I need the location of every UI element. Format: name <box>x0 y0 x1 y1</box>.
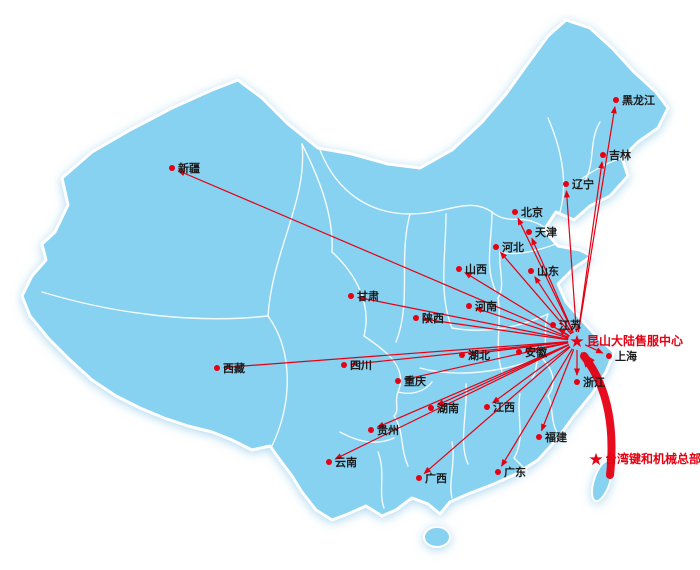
province-label: 辽宁 <box>572 177 594 191</box>
province-dot <box>456 266 462 272</box>
province-label: 河南 <box>475 299 497 313</box>
province-dot <box>428 405 434 411</box>
service-arrow <box>349 341 569 367</box>
service-arrow <box>467 341 569 357</box>
province-dot <box>326 459 332 465</box>
province-dot <box>600 152 606 158</box>
service-arrow <box>403 342 569 381</box>
province-label: 云南 <box>335 455 357 469</box>
province-dot <box>526 229 532 235</box>
province-dot <box>459 352 465 358</box>
service-arrow <box>421 316 569 341</box>
province-label: 湖南 <box>437 401 459 415</box>
province-dot <box>466 303 472 309</box>
province-label: 甘肃 <box>357 289 379 303</box>
province-label: 山东 <box>537 264 559 278</box>
province-label: 福建 <box>544 430 568 444</box>
hub-star-icon: ★ <box>569 332 584 352</box>
province-dot <box>493 244 499 250</box>
province-dot <box>613 97 619 103</box>
service-arrow <box>222 341 569 370</box>
service-arrows <box>177 105 617 479</box>
service-arrow <box>534 276 573 334</box>
province-dot <box>495 469 501 475</box>
service-arrow <box>501 348 573 467</box>
taiwan-hq-label: 台湾键和机械总部 <box>605 451 700 466</box>
province-label: 四川 <box>350 359 372 372</box>
service-arrow <box>356 295 569 340</box>
service-arrow <box>177 170 569 339</box>
taiwan-to-hub-arrow <box>580 352 616 479</box>
service-arrow <box>557 328 570 337</box>
province-label: 浙江 <box>583 375 605 389</box>
service-arrow <box>517 217 574 334</box>
province-dot <box>574 379 580 385</box>
province-label: 上海 <box>615 349 637 363</box>
province-dot <box>512 209 518 215</box>
province-borders <box>41 117 623 509</box>
province-label: 贵州 <box>377 423 399 437</box>
province-dot <box>550 322 556 328</box>
province-dot <box>413 315 419 321</box>
taiwan-hq-star-icon: ★ <box>588 450 603 470</box>
province-dot <box>395 378 401 384</box>
service-arrow <box>531 237 574 334</box>
province-label: 西藏 <box>223 361 245 375</box>
province-dot <box>214 365 220 371</box>
province-dot <box>606 353 612 359</box>
province-dot <box>516 349 522 355</box>
province-dot <box>528 268 534 274</box>
province-dot <box>536 434 542 440</box>
province-label: 重庆 <box>404 374 426 388</box>
service-arrow <box>436 344 570 406</box>
province-label: 湖北 <box>468 348 490 362</box>
china-outline <box>20 18 670 522</box>
province-label: 新疆 <box>178 161 200 175</box>
service-arrow <box>474 307 569 339</box>
service-arrow <box>423 346 571 475</box>
province-dot <box>348 293 354 299</box>
province-dot <box>563 181 569 187</box>
service-arrow <box>334 344 570 460</box>
service-arrow <box>491 345 571 404</box>
province-dot <box>169 165 175 171</box>
hainan-island <box>423 526 451 548</box>
service-arrow <box>577 160 605 333</box>
province-label: 江苏 <box>559 318 581 332</box>
service-arrow <box>541 349 575 432</box>
province-label: 吉林 <box>609 148 631 162</box>
service-arrow <box>584 344 604 354</box>
province-label: 陕西 <box>422 311 444 325</box>
province-dots <box>169 97 619 481</box>
service-arrow <box>376 344 569 428</box>
province-label: 广西 <box>425 471 447 485</box>
service-arrow <box>577 105 617 333</box>
hub-markers: ★★ <box>569 332 603 470</box>
province-label: 安徽 <box>525 345 548 359</box>
province-label: 山西 <box>465 262 487 276</box>
service-arrow <box>499 251 572 335</box>
province-label: 河北 <box>502 240 524 254</box>
province-label: 天津 <box>535 225 557 239</box>
province-label: 黑龙江 <box>622 93 655 107</box>
province-dot <box>368 427 374 433</box>
province-dot <box>416 475 422 481</box>
hub-label: 昆山大陆售服中心 <box>587 333 683 348</box>
province-label: 广东 <box>504 465 526 479</box>
province-label: 江西 <box>493 400 515 414</box>
province-dot <box>484 404 490 410</box>
province-label: 北京 <box>521 205 543 219</box>
service-arrow <box>563 189 577 333</box>
service-arrow <box>524 342 569 353</box>
province-dot <box>341 362 347 368</box>
